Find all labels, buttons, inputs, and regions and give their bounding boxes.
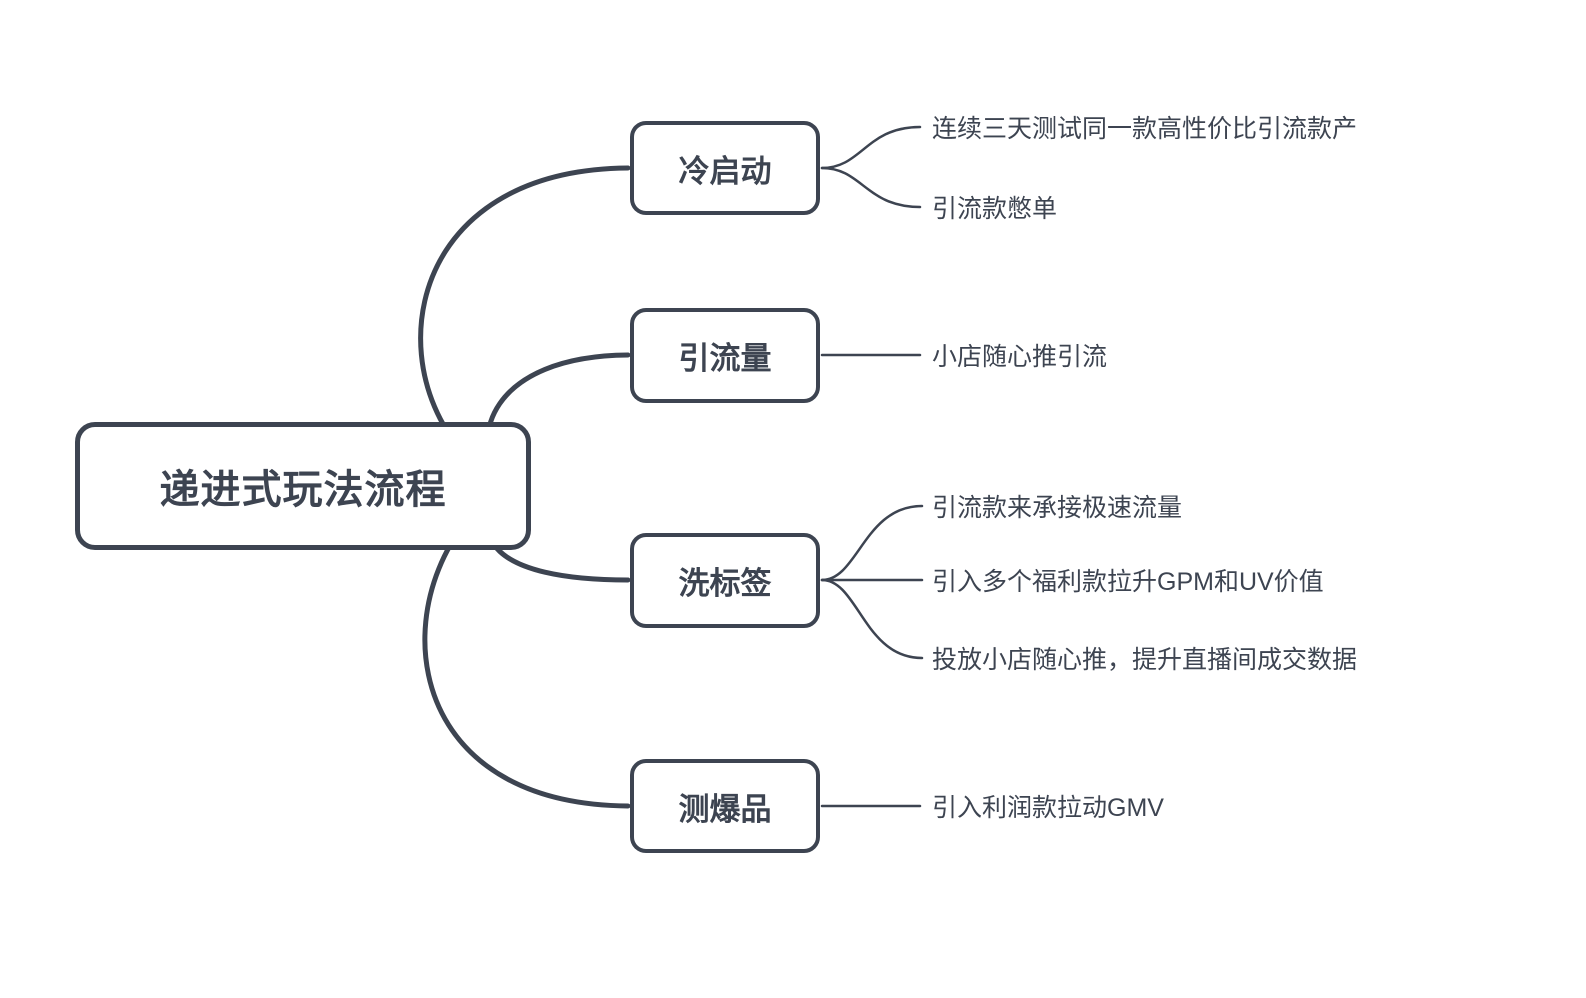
connector-washlabel-leaf2 <box>820 578 924 660</box>
branch-node-test-hot-product[interactable]: 测爆品 <box>630 759 820 853</box>
leaf-wash-label-gpm-uv[interactable]: 引入多个福利款拉升GPM和UV价值 <box>932 568 1324 596</box>
leaf-traffic-store-push[interactable]: 小店随心推引流 <box>932 343 1108 371</box>
branch-node-cold-start[interactable]: 冷启动 <box>630 121 820 215</box>
branch-node-traffic[interactable]: 引流量 <box>630 308 820 403</box>
branch-node-wash-label[interactable]: 洗标签 <box>630 533 820 628</box>
connector-coldstart-leaf1 <box>820 166 922 209</box>
leaf-cold-start-hold-order[interactable]: 引流款憋单 <box>932 195 1058 223</box>
root-node-progressive-flow[interactable]: 递进式玩法流程 <box>75 422 531 550</box>
leaf-cold-start-three-day-test[interactable]: 连续三天测试同一款高性价比引流款产 <box>932 115 1358 143</box>
leaf-wash-label-fast-traffic[interactable]: 引流款来承接极速流量 <box>932 494 1183 522</box>
leaf-hot-product-profit-gmv[interactable]: 引入利润款拉动GMV <box>932 794 1164 822</box>
leaf-wash-label-store-push-data[interactable]: 投放小店随心推，提升直播间成交数据 <box>932 646 1358 674</box>
branch-node-label: 测爆品 <box>678 791 772 827</box>
branch-node-label: 洗标签 <box>678 566 772 601</box>
connector-washlabel-leaf0 <box>820 504 924 582</box>
branch-node-label: 引流量 <box>678 341 772 376</box>
branch-node-label: 冷启动 <box>678 153 772 189</box>
root-node-label: 递进式玩法流程 <box>159 468 447 512</box>
connector-coldstart-leaf0 <box>820 125 922 170</box>
